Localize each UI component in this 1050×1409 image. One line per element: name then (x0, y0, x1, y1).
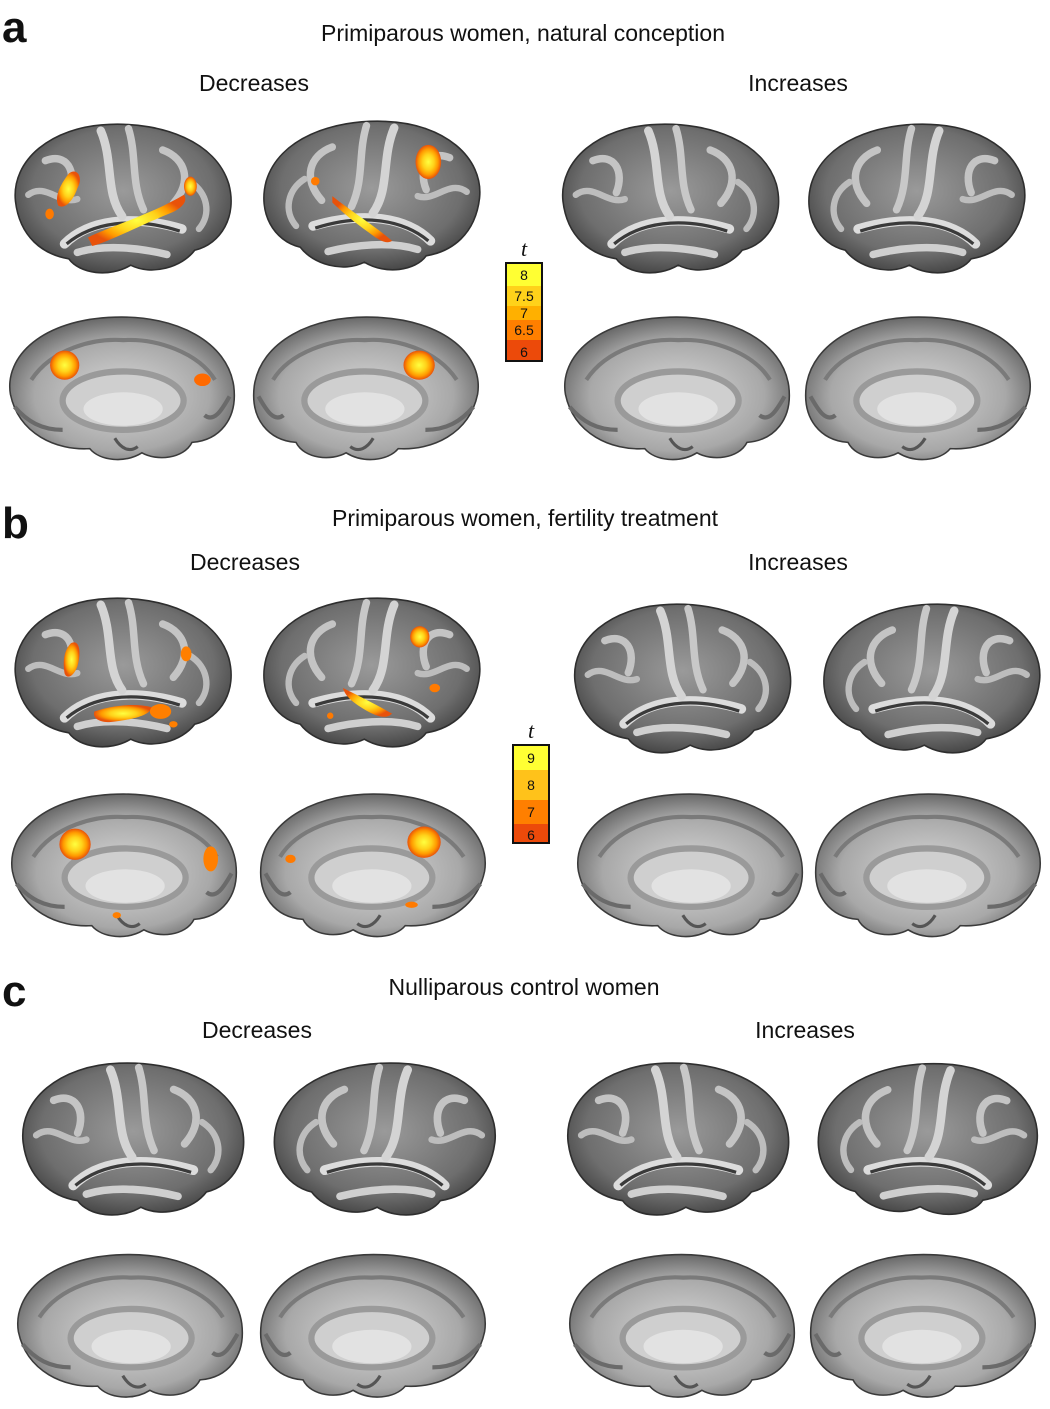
panel-a-increases-left-medial (555, 305, 795, 465)
activation-cluster (327, 626, 441, 719)
panel-b-title: Primiparous women, fertility treatment (331, 505, 719, 531)
colorbar-tick: 6 (507, 340, 541, 360)
panel-c-decreases-right-medial (255, 1240, 495, 1405)
activation-cluster (285, 826, 441, 908)
panel-b-increases-label: Increases (748, 549, 848, 575)
panel-b-letter: b (2, 499, 29, 548)
activation-cluster (45, 171, 197, 246)
panel-b-decreases-right-lateral (255, 592, 495, 752)
panel-b-decreases-left-medial (2, 782, 242, 942)
activation-cluster (59, 828, 218, 919)
panel-c-decreases-label: Decreases (202, 1017, 312, 1043)
panel-b-decreases-label: Decreases (190, 549, 300, 575)
colorbar-tick: 6.5 (507, 320, 541, 340)
colorbar-tick: 7 (514, 800, 548, 824)
panel-c-decreases-left-medial (8, 1240, 248, 1405)
panel-c-increases-right-medial (805, 1240, 1045, 1405)
colorbar-tick: 6 (514, 824, 548, 842)
panel-a-increases-label: Increases (748, 70, 848, 96)
panel-a-decreases-right-lateral (255, 115, 495, 275)
colorbar-tick: 8 (514, 770, 548, 800)
panel-c-letter: c (2, 967, 27, 1016)
panel-a-colorbar-symbol: t (520, 236, 528, 261)
activation-cluster (50, 350, 211, 387)
panel-c-decreases-left-lateral (10, 1056, 250, 1221)
panel-a-increases-right-medial (800, 305, 1040, 465)
panel-a-decreases-left-medial (0, 305, 240, 465)
panel-b-increases-right-medial (810, 782, 1050, 942)
panel-a-increases-left-lateral (550, 118, 785, 278)
panel-b-decreases-left-lateral (0, 592, 240, 752)
panel-a-decreases-right-medial (248, 305, 488, 465)
colorbar-tick: 7.5 (507, 286, 541, 306)
panel-a-title: Primiparous women, natural conception (321, 20, 725, 46)
panel-a-colorbar: 8 7.5 7 6.5 6 (505, 262, 543, 362)
panel-c-decreases-right-lateral (268, 1056, 508, 1221)
colorbar-tick: 8 (507, 264, 541, 286)
panel-a-decreases-label: Decreases (199, 70, 309, 96)
panel-b-colorbar: 9 8 7 6 (512, 744, 550, 844)
panel-b-decreases-right-medial (255, 782, 495, 942)
panel-b-increases-left-medial (568, 782, 808, 942)
activation-cluster (403, 350, 435, 380)
activation-cluster (311, 144, 442, 243)
panel-c-title: Nulliparous control women (388, 974, 660, 1000)
panel-a-increases-right-lateral (800, 118, 1040, 278)
panel-b-colorbar-symbol: t (527, 718, 535, 743)
panel-b-increases-left-lateral (562, 598, 797, 758)
panel-a-letter: a (2, 3, 27, 52)
panel-b-increases-right-lateral (815, 598, 1050, 758)
colorbar-tick: 7 (507, 306, 541, 320)
panel-c-increases-left-lateral (555, 1056, 795, 1221)
colorbar-tick: 9 (514, 746, 548, 770)
panel-c-increases-right-lateral (812, 1056, 1050, 1221)
activation-cluster (63, 642, 192, 728)
panel-c-increases-left-medial (560, 1240, 800, 1405)
panel-a-decreases-left-lateral (0, 118, 240, 278)
panel-c-increases-label: Increases (755, 1017, 855, 1043)
